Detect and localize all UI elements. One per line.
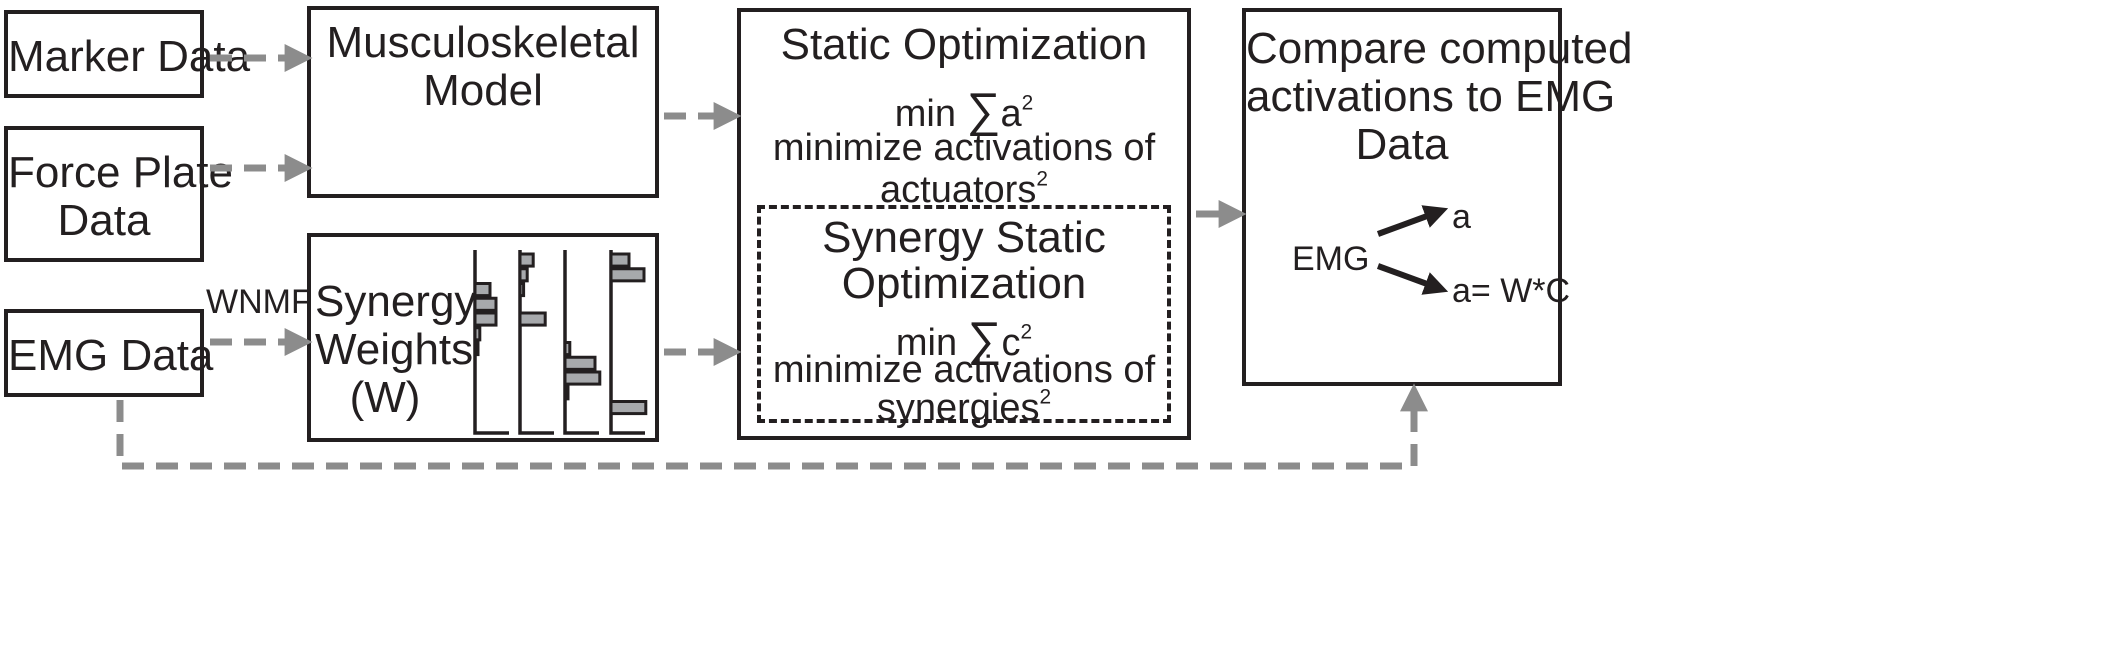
force-plate-data-box: Force Plate Data bbox=[4, 126, 233, 262]
musculoskeletal-model-box: Musculoskeletal Model bbox=[307, 6, 659, 198]
compare-activations-box: Compare computed activations to EMG Data… bbox=[1242, 8, 1632, 386]
formula-min: min bbox=[894, 93, 957, 135]
synergy-weight-bar bbox=[473, 282, 492, 298]
bar-plot-axis bbox=[563, 250, 599, 435]
static-optimization-desc-word: actuators bbox=[880, 169, 1037, 211]
synergy-weight-bar bbox=[563, 355, 597, 371]
synergy-weight-bar bbox=[518, 311, 547, 327]
synergy-weight-bar bbox=[473, 341, 480, 357]
emg-data-label: EMG Data bbox=[8, 331, 214, 380]
compare-output-a: a bbox=[1452, 198, 1471, 236]
bar-plot-axis bbox=[518, 250, 554, 435]
synergy-weight-bar bbox=[518, 282, 526, 298]
synergy-static-optimization-title-line1: Synergy Static bbox=[822, 213, 1106, 262]
synergy-weight-bar bbox=[563, 370, 602, 386]
sigma-symbol: ∑ bbox=[967, 313, 1002, 366]
force-plate-data-label-line1: Force Plate bbox=[8, 148, 233, 197]
wnmf-label: WNMF bbox=[206, 283, 312, 321]
musculoskeletal-model-label-line2: Model bbox=[423, 66, 543, 115]
synergy-weight-bar bbox=[518, 252, 535, 268]
synergy-static-optimization-desc-line1: minimize activations of bbox=[772, 349, 1156, 391]
synergy-static-optimization-title-line2: Optimization bbox=[841, 259, 1087, 308]
sigma-symbol: ∑ bbox=[966, 84, 1001, 137]
synergy-weight-bar bbox=[563, 341, 572, 357]
static-optimization-formula: min ∑a2 bbox=[741, 84, 1187, 137]
arrow-emg-to-wc bbox=[1376, 263, 1449, 295]
formula-variable: a bbox=[1000, 93, 1022, 135]
compare-title-line2: activations to EMG bbox=[1246, 72, 1616, 121]
formula-variable: c bbox=[1001, 322, 1021, 364]
synergy-weight-bar bbox=[473, 296, 498, 312]
static-optimization-desc-line2: actuators2 bbox=[741, 167, 1187, 212]
static-optimization-box: Static Optimization min ∑a2 minimize act… bbox=[737, 8, 1191, 440]
compare-emg-label: EMG bbox=[1292, 240, 1370, 278]
emg-data-box: EMG Data bbox=[4, 309, 214, 397]
synergy-weights-label-line1: Synergy bbox=[315, 277, 477, 326]
compare-title-line3: Data bbox=[1355, 120, 1449, 169]
synergy-static-optimization-formula: min ∑c2 bbox=[761, 313, 1167, 366]
static-optimization-desc-exponent: 2 bbox=[1036, 167, 1048, 191]
musculoskeletal-model-label-line1: Musculoskeletal bbox=[326, 18, 640, 67]
formula-exponent: 2 bbox=[1020, 320, 1033, 344]
synergy-weight-bar bbox=[563, 385, 570, 401]
synergy-weights-label-line3: (W) bbox=[349, 373, 421, 422]
synergy-weight-bar bbox=[518, 267, 529, 283]
synergy-weights-box: Synergy Weights (W) bbox=[307, 233, 659, 442]
synergy-static-optimization-desc-line2: synergies2 bbox=[761, 385, 1167, 430]
arrow-emg-to-a bbox=[1376, 205, 1449, 237]
arrow-emg-bypass-to-compare bbox=[116, 383, 1428, 470]
synergy-weight-bar bbox=[473, 311, 498, 327]
formula-exponent: 2 bbox=[1021, 91, 1034, 115]
static-optimization-title: Static Optimization bbox=[780, 20, 1148, 69]
formula-min: min bbox=[895, 322, 958, 364]
synergy-weight-bar bbox=[609, 252, 631, 268]
synergy-weights-bar-plots bbox=[473, 250, 648, 435]
synergy-static-optimization-desc-word: synergies bbox=[876, 387, 1040, 429]
force-plate-data-label-line2: Data bbox=[57, 196, 151, 245]
synergy-static-optimization-box: Synergy Static Optimization min ∑c2 mini… bbox=[757, 205, 1171, 429]
synergy-weight-bar bbox=[609, 267, 646, 283]
static-optimization-desc-line1: minimize activations of bbox=[772, 127, 1156, 169]
bar-plot-axis bbox=[609, 250, 645, 435]
compare-output-wc: a= W*C bbox=[1452, 272, 1571, 310]
synergy-weight-bar bbox=[609, 400, 648, 416]
synergy-weights-label-line2: Weights bbox=[315, 325, 474, 374]
synergy-static-optimization-desc-exponent: 2 bbox=[1039, 385, 1052, 409]
synergy-weight-bar bbox=[473, 326, 482, 342]
